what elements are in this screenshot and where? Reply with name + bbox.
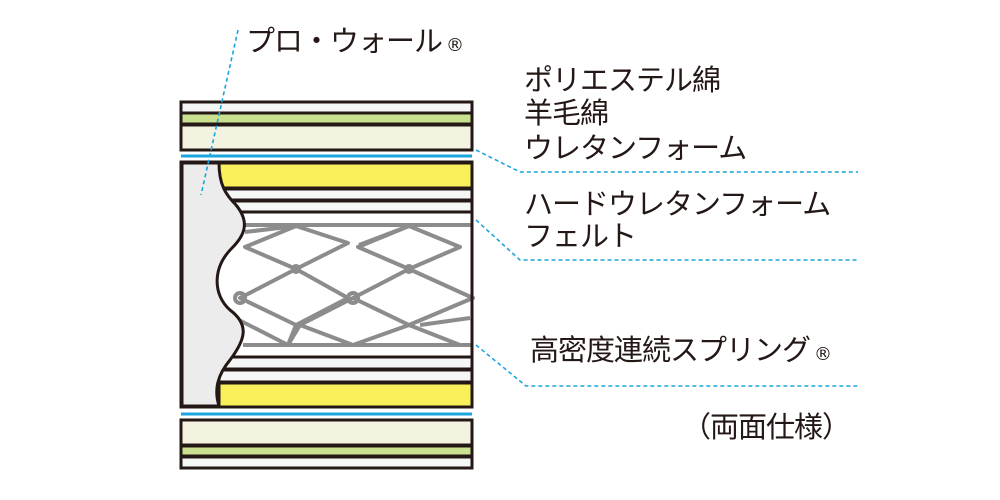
label-pro-wall: プロ・ウォール® xyxy=(246,24,464,58)
pro-wall-text: プロ・ウォール xyxy=(246,24,443,58)
label-urethane: ウレタンフォーム xyxy=(524,131,747,165)
label-felt: フェルト xyxy=(524,219,637,253)
top-pad xyxy=(179,100,474,152)
registered-mark: ® xyxy=(446,35,464,56)
spring-coils xyxy=(233,223,475,347)
leader-lines xyxy=(200,29,858,387)
label-polyester: ポリエステル綿 xyxy=(524,63,721,97)
registered-mark: ® xyxy=(814,344,832,365)
label-double-sided: （両面仕様） xyxy=(682,410,851,444)
pro-wall-side xyxy=(180,161,246,408)
bottom-pad xyxy=(179,418,474,470)
spring-text: 高密度連続スプリング xyxy=(530,333,811,367)
label-spring: 高密度連続スプリング® xyxy=(530,333,832,367)
label-hard-urethane: ハードウレタンフォーム xyxy=(524,187,831,221)
label-wool: 羊毛綿 xyxy=(524,96,609,130)
